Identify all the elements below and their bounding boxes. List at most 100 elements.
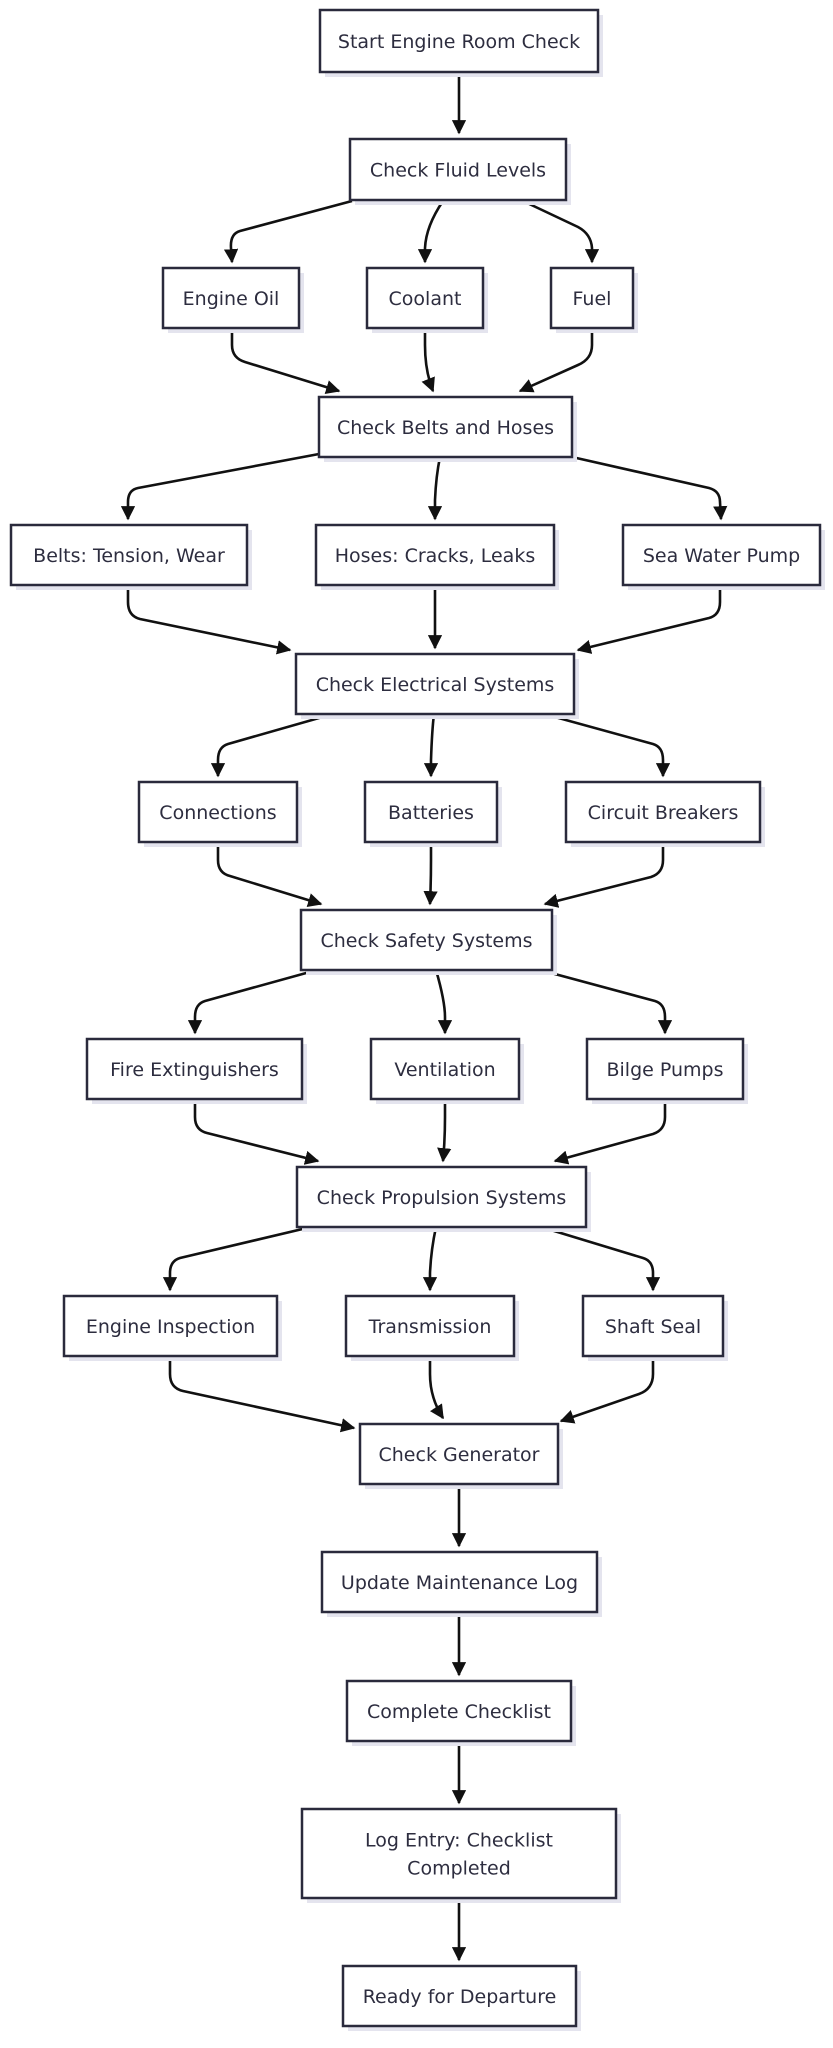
node-label: Update Maintenance Log (341, 1572, 578, 1594)
node-label: Bilge Pumps (606, 1059, 723, 1081)
node-label: Check Belts and Hoses (337, 417, 554, 439)
node-label: Check Generator (379, 1444, 540, 1466)
node-fluids: Check Fluid Levels (348, 137, 571, 205)
node-label: Hoses: Cracks, Leaks (335, 545, 535, 567)
node-hoses: Hoses: Cracks, Leaks (314, 523, 559, 590)
node-label-line: Complete Checklist (367, 1701, 551, 1723)
node-label-line: Fuel (573, 288, 612, 310)
node-label: Shaft Seal (605, 1316, 701, 1338)
edge-propulsion-to-transmission (422, 1226, 438, 1292)
node-box (314, 523, 556, 587)
edge-propulsion-to-shaft (540, 1225, 661, 1292)
edge-oil-to-belts_hoses (230, 328, 341, 395)
node-box (365, 266, 485, 330)
node-label: Check Safety Systems (320, 930, 532, 952)
node-engine-insp: Engine Inspection (62, 1294, 282, 1361)
node-label-line: Fire Extinguishers (110, 1059, 279, 1081)
node-box (358, 1422, 560, 1486)
edge-electrical-to-batteries (423, 713, 439, 778)
node-label-line: Coolant (389, 288, 462, 310)
node-start: Start Engine Room Check (318, 8, 603, 77)
edge-belts_hoses-to-seawater (571, 455, 728, 521)
node-label-line: Sea Water Pump (643, 545, 800, 567)
node-box (363, 780, 499, 844)
node-box (344, 1294, 516, 1358)
node-box (585, 1037, 745, 1101)
node-box (581, 1294, 725, 1358)
node-label: Check Electrical Systems (316, 674, 555, 696)
edge-ventilation-to-propulsion (437, 1099, 452, 1163)
node-generator: Check Generator (358, 1422, 563, 1489)
node-label: Ready for Departure (363, 1986, 557, 2008)
node-extinguishers: Fire Extinguishers (85, 1037, 307, 1104)
node-transmission: Transmission (344, 1294, 519, 1361)
edge-fluids-to-fuel (522, 199, 600, 264)
node-label: Engine Inspection (86, 1316, 255, 1338)
edge-connections-to-safety (216, 842, 323, 908)
node-box (294, 652, 576, 716)
node-label-line: Check Safety Systems (320, 930, 532, 952)
node-seawater: Sea Water Pump (621, 523, 825, 590)
edge-electrical-to-breakers (543, 712, 671, 778)
edge-safety-to-ventilation (434, 969, 453, 1035)
node-belts: Belts: Tension, Wear (9, 523, 252, 590)
node-box (62, 1294, 279, 1358)
node-label-line: Completed (407, 1858, 511, 1880)
node-box (369, 1037, 521, 1101)
edge-batteries-to-safety (423, 842, 438, 906)
node-propulsion: Check Propulsion Systems (295, 1165, 591, 1232)
edge-shaft-to-generator (559, 1356, 655, 1424)
node-label-line: Update Maintenance Log (341, 1572, 578, 1594)
edge-electrical-to-connections (210, 712, 334, 778)
node-label-line: Circuit Breakers (588, 802, 739, 824)
node-label-line: Ventilation (394, 1059, 495, 1081)
node-breakers: Circuit Breakers (564, 780, 765, 847)
node-electrical: Check Electrical Systems (294, 652, 579, 719)
node-connections: Connections (137, 780, 302, 847)
node-label: Complete Checklist (367, 1701, 551, 1723)
node-safety: Check Safety Systems (299, 908, 557, 975)
edge-engine_insp-to-generator (168, 1356, 356, 1433)
node-label-line: Check Generator (379, 1444, 540, 1466)
node-box (341, 1964, 578, 2028)
node-label-line: Engine Inspection (86, 1316, 255, 1338)
node-label-line: Check Propulsion Systems (317, 1187, 567, 1209)
node-label-line: Belts: Tension, Wear (33, 545, 225, 567)
node-oil: Engine Oil (161, 266, 304, 333)
node-label: Transmission (368, 1316, 492, 1338)
edge-safety-to-extinguishers (187, 968, 318, 1035)
node-label: Engine Oil (183, 288, 280, 310)
node-label-line: Engine Oil (183, 288, 280, 310)
node-fuel: Fuel (549, 266, 638, 333)
edge-belts_hoses-to-hoses (427, 456, 443, 521)
node-label: Coolant (389, 288, 462, 310)
edge-transmission-to-generator (428, 1356, 445, 1420)
node-box (295, 1165, 588, 1229)
edge-bilge-to-propulsion (553, 1099, 667, 1165)
edge-extinguishers-to-propulsion (193, 1099, 320, 1165)
node-label-line: Bilge Pumps (606, 1059, 723, 1081)
node-label: Circuit Breakers (588, 802, 739, 824)
node-box (318, 8, 600, 74)
node-box (564, 780, 762, 844)
node-box (299, 908, 554, 972)
node-belts-hoses: Check Belts and Hoses (317, 395, 577, 462)
edge-fuel-to-belts_hoses (518, 328, 594, 393)
node-box (345, 1679, 573, 1743)
node-label: Ventilation (394, 1059, 495, 1081)
node-ventilation: Ventilation (369, 1037, 524, 1104)
edge-seawater-to-electrical (576, 585, 722, 654)
edges-layer (120, 72, 728, 1962)
node-bilge: Bilge Pumps (585, 1037, 748, 1104)
node-label-line: Hoses: Cracks, Leaks (335, 545, 535, 567)
edge-coolant-to-belts_hoses (421, 328, 435, 393)
node-box (9, 523, 249, 587)
node-box (161, 266, 301, 330)
edge-breakers-to-safety (543, 842, 665, 908)
edge-fluids-to-coolant (417, 200, 445, 264)
node-box (85, 1037, 304, 1101)
node-label: Fire Extinguishers (110, 1059, 279, 1081)
